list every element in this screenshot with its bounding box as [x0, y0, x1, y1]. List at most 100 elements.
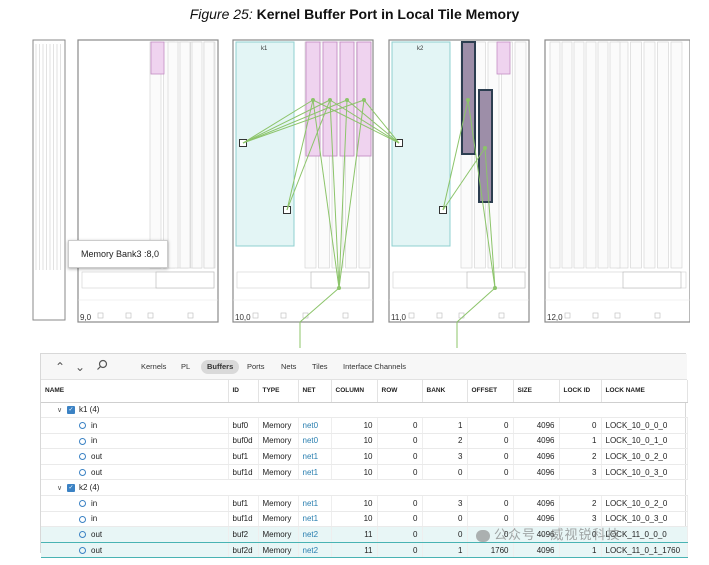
net-line[interactable]: [484, 147, 496, 289]
cell-lock-id: 1: [559, 541, 602, 559]
tile-label: 11,0: [391, 313, 407, 322]
memory-bank-used[interactable]: [496, 41, 511, 75]
memory-bank-column[interactable]: [609, 41, 621, 269]
net-line[interactable]: [467, 99, 496, 289]
net-line[interactable]: [242, 99, 365, 144]
net-line[interactable]: [286, 99, 331, 211]
memory-bank-column[interactable]: [191, 41, 203, 269]
tab-interface-channels[interactable]: Interface Channels: [343, 362, 406, 371]
net-line[interactable]: [442, 99, 469, 211]
memory-bank-column[interactable]: [501, 41, 513, 269]
memory-bank-column[interactable]: [670, 41, 683, 269]
tab-buffers[interactable]: Buffers: [201, 360, 240, 374]
col-bank[interactable]: BANK: [422, 380, 468, 403]
net-line[interactable]: [242, 99, 314, 144]
memory-bank-used[interactable]: [150, 41, 165, 75]
net-junction: [362, 98, 366, 102]
collapse-all-icon[interactable]: ⌃: [54, 360, 66, 374]
tile-label: 12,0: [547, 313, 563, 322]
tile-partial[interactable]: [32, 39, 66, 321]
switch-port-block: [622, 271, 682, 289]
net-line[interactable]: [299, 287, 340, 323]
col-name[interactable]: NAME: [41, 380, 229, 403]
memory-bank-column[interactable]: [573, 41, 585, 269]
net-line[interactable]: [338, 99, 365, 289]
cell-column: 10: [331, 495, 378, 512]
net-line[interactable]: [312, 99, 340, 289]
memory-bank-column[interactable]: [167, 41, 179, 269]
cell-bank: 0: [422, 511, 468, 528]
net-line[interactable]: [338, 99, 348, 289]
col-size[interactable]: SIZE: [513, 380, 560, 403]
tab-kernels[interactable]: Kernels: [141, 362, 167, 371]
net-line[interactable]: [346, 99, 400, 144]
col-type[interactable]: TYPE: [258, 380, 299, 403]
net-line[interactable]: [363, 99, 400, 144]
cell-offset: 0: [467, 495, 514, 512]
cell-offset: 0: [467, 448, 514, 465]
tile-port-icon: [458, 312, 465, 319]
tile-port-icon: [436, 312, 443, 319]
tab-nets[interactable]: Nets: [281, 362, 297, 371]
col-lock-name[interactable]: LOCK NAME: [601, 380, 688, 403]
table-group-row[interactable]: ∨✓k2 (4): [41, 479, 687, 497]
memory-bank-column[interactable]: [203, 41, 215, 269]
memory-bank-selected[interactable]: [478, 89, 493, 203]
tab-tiles[interactable]: Tiles: [312, 362, 328, 371]
net-line[interactable]: [329, 99, 400, 144]
tab-ports[interactable]: Ports: [247, 362, 265, 371]
cell-bank: 2: [422, 433, 468, 450]
memory-bank-column[interactable]: [643, 41, 656, 269]
chevron-down-icon[interactable]: ∨: [57, 485, 63, 493]
cell-type: Memory: [258, 541, 299, 559]
cell-column: 11: [331, 541, 378, 559]
memory-bank-column[interactable]: [179, 41, 191, 269]
cell-size: 4096: [513, 526, 560, 543]
port-icon: [79, 547, 86, 555]
memory-bank-column[interactable]: [561, 41, 573, 269]
memory-bank-column[interactable]: [597, 41, 609, 269]
memory-bank-column[interactable]: [514, 41, 527, 269]
memory-bank-column[interactable]: [657, 41, 669, 269]
net-line[interactable]: [329, 99, 340, 289]
tile-label: 9,0: [80, 313, 92, 322]
memory-bank-column[interactable]: [630, 41, 642, 269]
net-line[interactable]: [242, 99, 348, 144]
figure-title: Kernel Buffer Port in Local Tile Memory: [256, 6, 520, 22]
memory-bank-column[interactable]: [549, 41, 561, 269]
col-lock-id[interactable]: LOCK ID: [559, 380, 602, 403]
net-line[interactable]: [286, 99, 314, 211]
cell-row: 0: [377, 511, 423, 528]
net-line[interactable]: [242, 99, 331, 144]
col-row[interactable]: ROW: [377, 380, 423, 403]
net-line[interactable]: [456, 287, 496, 323]
cell-bank: 3: [422, 495, 468, 512]
tile-port-icon: [564, 312, 571, 319]
search-icon[interactable]: [93, 358, 111, 376]
table-group-row[interactable]: ∨✓k1 (4): [41, 402, 687, 419]
col-offset[interactable]: OFFSET: [467, 380, 514, 403]
col-net[interactable]: NET: [298, 380, 332, 403]
net-line[interactable]: [442, 147, 486, 211]
col-id[interactable]: ID: [228, 380, 259, 403]
checkbox-checked-icon[interactable]: ✓: [67, 406, 75, 415]
tile-port-icon: [187, 312, 194, 319]
table-header-row: NAME ID TYPE NET COLUMN ROW BANK OFFSET …: [41, 380, 688, 403]
cell-id: buf1d: [228, 464, 259, 481]
memory-bank-column[interactable]: [585, 41, 597, 269]
chevron-down-icon[interactable]: ∨: [57, 407, 63, 415]
memory-bank-column[interactable]: [149, 41, 162, 269]
checkbox-checked-icon[interactable]: ✓: [67, 484, 75, 493]
expand-all-icon[interactable]: ⌄: [74, 360, 86, 374]
col-column[interactable]: COLUMN: [331, 380, 378, 403]
tab-pl[interactable]: PL: [181, 362, 191, 371]
